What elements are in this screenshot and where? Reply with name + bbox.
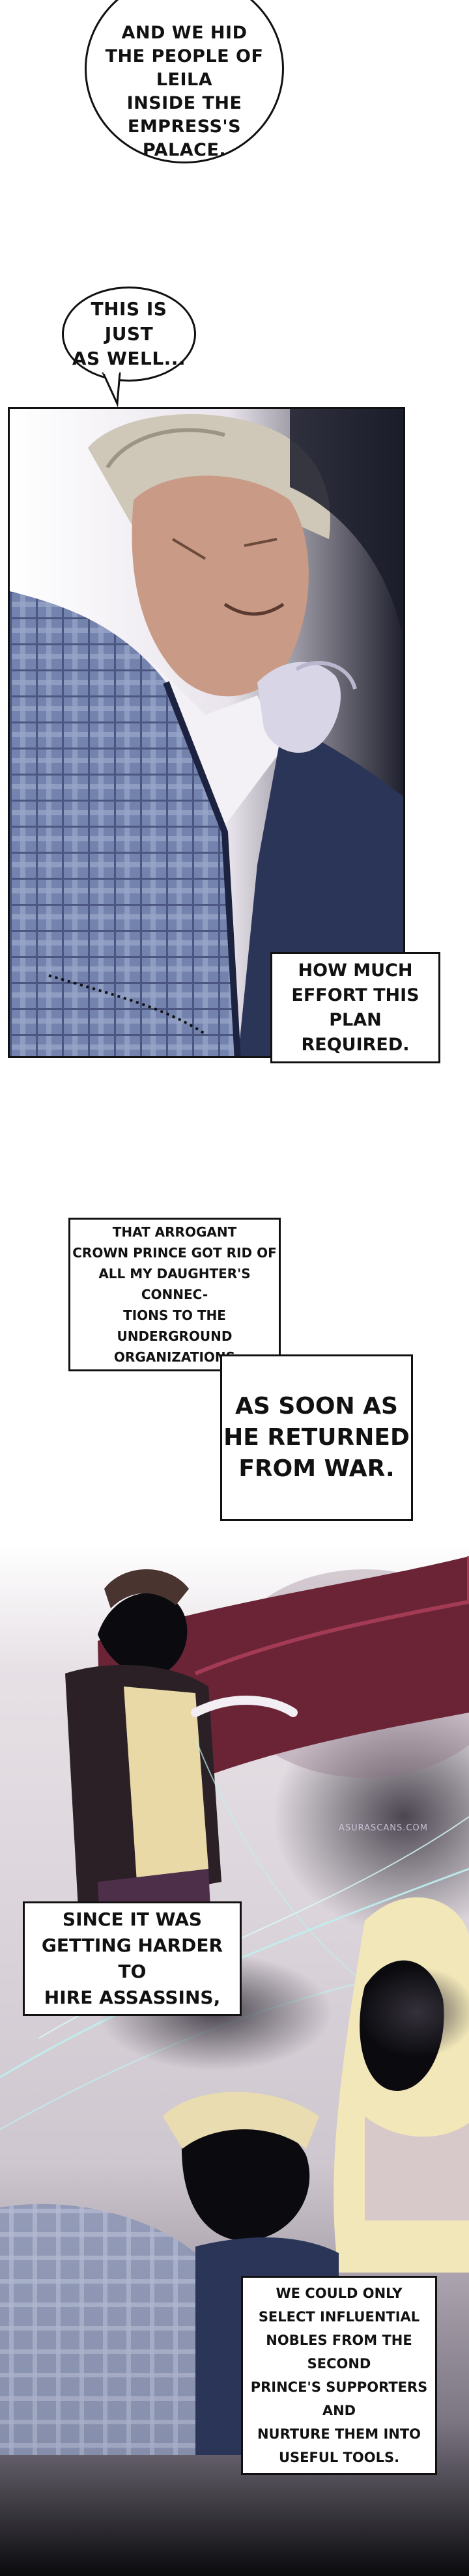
caption-text: HOW MUCH EFFORT THIS PLAN REQUIRED.	[291, 960, 419, 1055]
old-man-illustration	[10, 409, 403, 1056]
caption-returned-from-war: AS SOON AS HE RETURNED FROM WAR.	[220, 1354, 413, 1521]
speech-bubble-just-as-well: THIS IS JUST AS WELL...	[62, 287, 196, 382]
watermark: ASURASCANS.COM	[339, 1823, 428, 1833]
panel-old-man	[8, 407, 405, 1058]
speech-bubble-palace: AND WE HID THE PEOPLE OF LEILA INSIDE TH…	[85, 0, 284, 163]
bubble-tail	[102, 372, 121, 408]
caption-nobles-tools: WE COULD ONLY SELECT INFLUENTIAL NOBLES …	[241, 2276, 437, 2475]
caption-plan-effort: HOW MUCH EFFORT THIS PLAN REQUIRED.	[270, 952, 440, 1063]
caption-crown-prince: THAT ARROGANT CROWN PRINCE GOT RID OF AL…	[68, 1218, 281, 1371]
caption-text: SINCE IT WAS GETTING HARDER TO HIRE ASSA…	[41, 1909, 223, 2008]
caption-text: THAT ARROGANT CROWN PRINCE GOT RID OF AL…	[72, 1224, 277, 1365]
speech-text: AND WE HID THE PEOPLE OF LEILA INSIDE TH…	[105, 22, 264, 160]
caption-assassins: SINCE IT WAS GETTING HARDER TO HIRE ASSA…	[23, 1901, 242, 2016]
caption-text: WE COULD ONLY SELECT INFLUENTIAL NOBLES …	[250, 2286, 428, 2465]
caption-text: AS SOON AS HE RETURNED FROM WAR.	[223, 1393, 410, 1482]
speech-text: THIS IS JUST AS WELL...	[72, 298, 186, 369]
